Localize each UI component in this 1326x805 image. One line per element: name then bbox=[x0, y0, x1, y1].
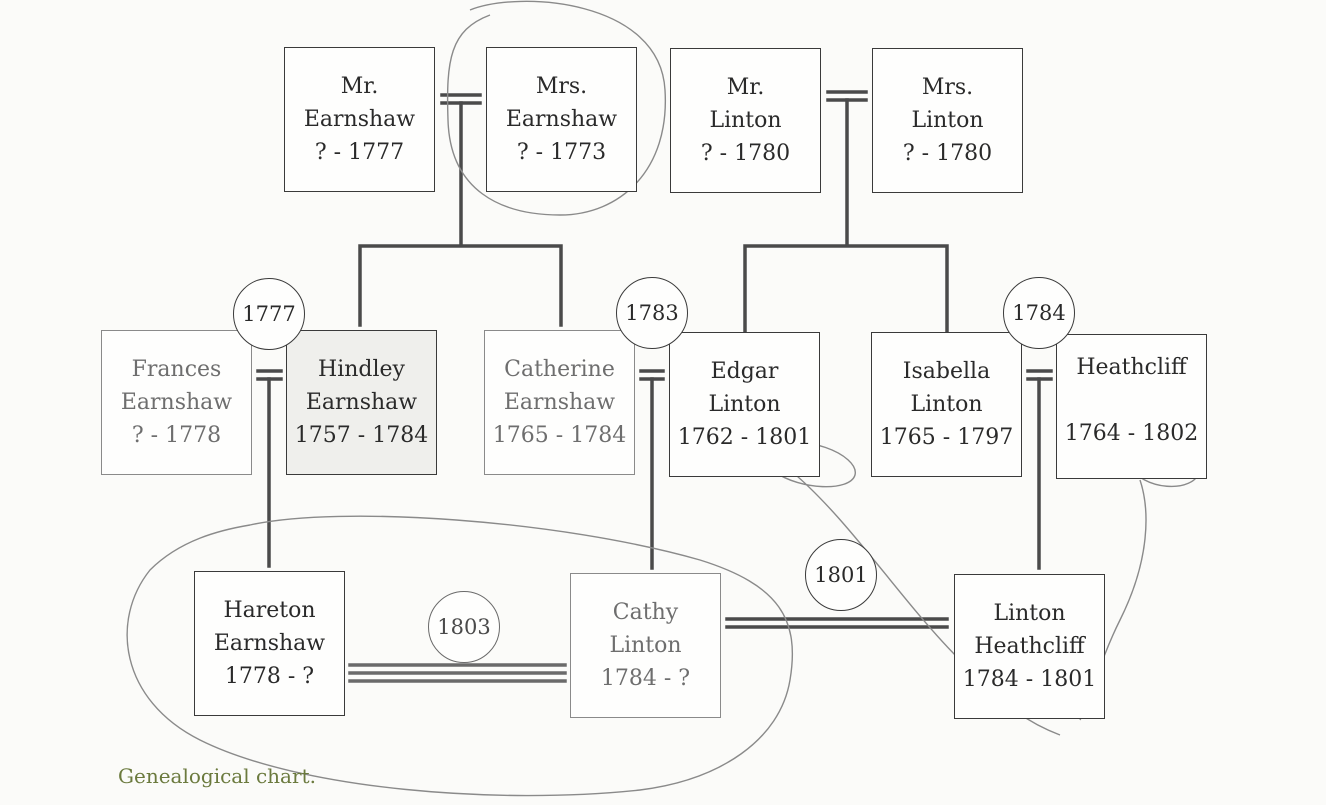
marriage-line-hareton-cathy bbox=[348, 663, 567, 683]
person-last-name: Earnshaw bbox=[503, 390, 616, 415]
person-last-name: Linton bbox=[708, 392, 781, 417]
person-dates: 1764 - 1802 bbox=[1064, 421, 1199, 446]
marriage-year-cathy-linton-heathcliff: 1801 bbox=[805, 539, 877, 611]
person-dates: 1762 - 1801 bbox=[677, 425, 812, 450]
person-dates: 1784 - 1801 bbox=[962, 667, 1097, 692]
marriage-year-isabella-heathcliff: 1784 bbox=[1003, 277, 1075, 349]
person-frances-earnshaw: Frances Earnshaw ? - 1778 bbox=[101, 330, 252, 475]
person-hindley-earnshaw: Hindley Earnshaw 1757 - 1784 bbox=[286, 330, 437, 475]
person-first-name: Cathy bbox=[612, 600, 679, 625]
person-mr-earnshaw: Mr. Earnshaw ? - 1777 bbox=[284, 47, 435, 192]
person-last-name: Linton bbox=[709, 108, 782, 133]
person-dates: ? - 1778 bbox=[131, 423, 222, 448]
person-catherine-earnshaw: Catherine Earnshaw 1765 - 1784 bbox=[484, 330, 635, 475]
person-dates: 1765 - 1784 bbox=[492, 423, 627, 448]
person-last-name: Earnshaw bbox=[303, 107, 416, 132]
person-dates: 1778 - ? bbox=[224, 664, 315, 689]
person-last-name: Heathcliff bbox=[974, 634, 1085, 659]
person-first-name: Hindley bbox=[318, 357, 405, 382]
person-first-name: Frances bbox=[131, 357, 222, 382]
person-first-name: Mr. bbox=[726, 75, 765, 100]
marriage-year-frances-hindley: 1777 bbox=[233, 278, 305, 350]
person-dates: ? - 1780 bbox=[700, 141, 791, 166]
marriage-line-cathy-linton-heathcliff bbox=[725, 617, 949, 629]
person-isabella-linton: Isabella Linton 1765 - 1797 bbox=[871, 332, 1022, 477]
person-last-name: Earnshaw bbox=[120, 390, 233, 415]
person-last-name: Earnshaw bbox=[213, 631, 326, 656]
descent-line-linton-children bbox=[743, 98, 949, 334]
person-mrs-earnshaw: Mrs. Earnshaw ? - 1773 bbox=[486, 47, 637, 192]
person-first-name: Mrs. bbox=[921, 75, 974, 100]
pencil-circle-mrs-earnshaw bbox=[446, 0, 666, 216]
person-heathcliff: Heathcliff 1764 - 1802 bbox=[1056, 334, 1207, 479]
marriage-year-catherine-edgar: 1783 bbox=[616, 277, 688, 349]
figure-caption: Genealogical chart. bbox=[118, 764, 316, 788]
person-cathy-linton: Cathy Linton 1784 - ? bbox=[570, 573, 721, 718]
person-mr-linton: Mr. Linton ? - 1780 bbox=[670, 48, 821, 193]
person-hareton-earnshaw: Hareton Earnshaw 1778 - ? bbox=[194, 571, 345, 716]
person-edgar-linton: Edgar Linton 1762 - 1801 bbox=[669, 332, 820, 477]
person-dates: ? - 1773 bbox=[516, 140, 607, 165]
marriage-year-hareton-cathy: 1803 bbox=[428, 591, 500, 663]
person-first-name: Mrs. bbox=[535, 74, 588, 99]
person-first-name: Mr. bbox=[340, 74, 379, 99]
person-first-name: Heathcliff bbox=[1076, 355, 1187, 380]
person-last-name: Linton bbox=[911, 108, 984, 133]
person-last-name: Earnshaw bbox=[305, 390, 418, 415]
pencil-circle-hareton-cathy bbox=[126, 515, 794, 797]
person-dates: 1757 - 1784 bbox=[294, 423, 429, 448]
person-first-name: Linton bbox=[993, 601, 1066, 626]
person-first-name: Catherine bbox=[504, 357, 615, 382]
person-first-name: Hareton bbox=[223, 598, 316, 623]
person-mrs-linton: Mrs. Linton ? - 1780 bbox=[872, 48, 1023, 193]
person-dates: 1784 - ? bbox=[600, 666, 691, 691]
person-first-name: Isabella bbox=[902, 359, 991, 384]
person-first-name: Edgar bbox=[710, 359, 779, 384]
person-linton-heathcliff: Linton Heathcliff 1784 - 1801 bbox=[954, 574, 1105, 719]
person-dates: ? - 1777 bbox=[314, 140, 405, 165]
person-last-name: Linton bbox=[609, 633, 682, 658]
descent-line-earnshaw-children bbox=[358, 101, 563, 327]
person-last-name: Earnshaw bbox=[505, 107, 618, 132]
person-dates: 1765 - 1797 bbox=[879, 425, 1014, 450]
person-dates: ? - 1780 bbox=[902, 141, 993, 166]
person-last-name: Linton bbox=[910, 392, 983, 417]
